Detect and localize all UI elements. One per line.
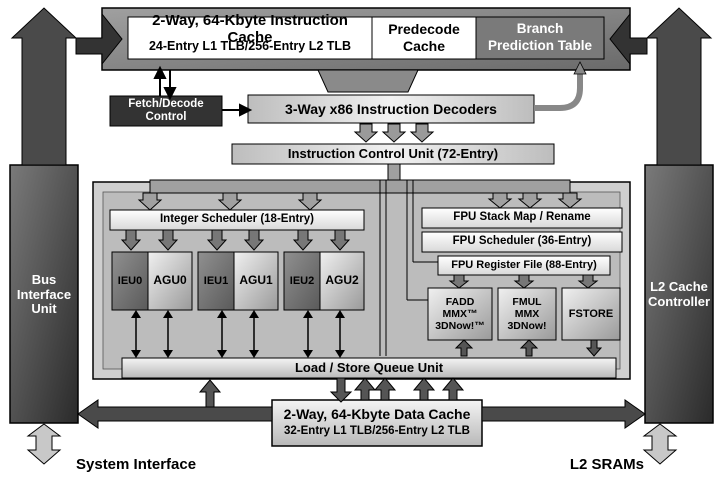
fpu-lsq-arrows: [454, 339, 603, 357]
l2-cache-controller-block: [644, 164, 714, 424]
dispatch-buses: [137, 163, 583, 211]
fetch-decode-label: Fetch/Decode Control: [128, 97, 204, 123]
cache-to-decoder-funnel: [317, 69, 419, 93]
icache-title: 2-Way, 64-Kbyte Instruction Cache: [152, 11, 348, 46]
bus-interface-unit-block: [9, 164, 79, 424]
fmul-label: FMUL MMX 3DNow!: [507, 295, 547, 333]
data-cache-block: [271, 399, 483, 447]
ieu2-label: IEU2: [289, 274, 315, 287]
icache-tlb-label: 24-Entry L1 TLB/256-Entry L2 TLB: [148, 38, 352, 53]
predecode-line1: Predecode: [388, 20, 460, 37]
fpu-scheduler-label: FPU Scheduler (36-Entry): [452, 235, 592, 248]
predecode-cache-block: [371, 16, 477, 60]
side-arrows: [10, 7, 713, 166]
fetch-decode-block: [109, 95, 223, 127]
agu0-label: AGU0: [153, 273, 187, 288]
agu1-label: AGU1: [239, 273, 273, 288]
interface-arrows: [26, 423, 678, 465]
lsq-label: Load / Store Queue Unit: [294, 359, 444, 375]
fpu-stack-map-label: FPU Stack Map / Rename: [453, 211, 591, 224]
l2-controller-label: L2 Cache Controller: [647, 279, 711, 309]
lsq-dcache-arrows: [198, 377, 465, 408]
decoder-branch-arrow: [534, 70, 583, 111]
control-lines: [379, 180, 438, 356]
predecode-line2: Cache: [402, 37, 446, 54]
fpu-units: [427, 287, 621, 341]
integer-scheduler-block: [109, 209, 365, 231]
agu2-label: AGU2: [325, 273, 359, 288]
fpu-stack-map-block: [421, 207, 623, 229]
dcache-tlb-label: 32-Entry L1 TLB/256-Entry L2 TLB: [284, 425, 470, 438]
branch-line2: Prediction Table: [487, 38, 593, 54]
decoders-label: 3-Way x86 Instruction Decoders: [285, 100, 497, 117]
biu-label: Bus Interface Unit: [16, 271, 72, 317]
unit-lsq-arrows: [135, 312, 341, 356]
integer-units: [111, 251, 365, 311]
system-interface-label: System Interface: [76, 456, 197, 474]
decoder-icu-arrows: [353, 123, 435, 143]
dcache-title: 2-Way, 64-Kbyte Data Cache: [283, 405, 471, 422]
bottom-bus-arrows: [77, 399, 646, 429]
load-store-queue-block: [121, 357, 617, 379]
icu-label: Instruction Control Unit (72-Entry): [287, 145, 499, 161]
fadd-label: FADD MMX™ 3DNow!™: [435, 295, 485, 333]
fetch-control-arrows: [153, 65, 253, 117]
fpu-scheduler-block: [421, 231, 623, 253]
l2-srams-label: L2 SRAMs: [569, 456, 644, 474]
ieu1-label: IEU1: [203, 274, 229, 287]
fpu-register-file-label: FPU Register File (88-Entry): [451, 259, 597, 272]
scheduler-unit-arrows: [120, 229, 599, 289]
ieu0-label: IEU0: [117, 274, 143, 287]
int-scheduler-label: Integer Scheduler (18-Entry): [159, 213, 314, 226]
fstore-label: FSTORE: [568, 307, 614, 320]
branch-line1: Branch: [516, 21, 564, 37]
branch-prediction-block: [475, 16, 605, 60]
